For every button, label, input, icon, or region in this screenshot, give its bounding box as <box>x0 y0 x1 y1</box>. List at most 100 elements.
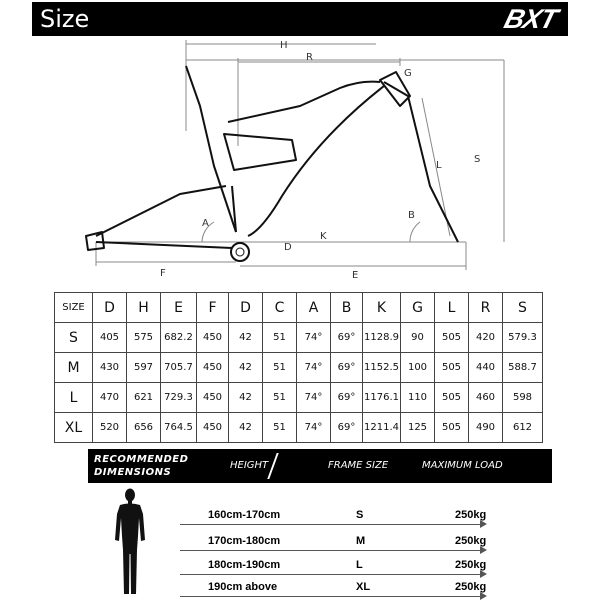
table-cell: 656 <box>126 412 161 443</box>
table-cell: 1152.5 <box>362 352 401 383</box>
frame-size-column-header: FRAME SIZE <box>328 460 389 471</box>
header-cell: A <box>296 292 331 323</box>
max-load-column-header: MAXIMUM LOAD <box>422 460 503 471</box>
table-cell: 405 <box>92 322 127 353</box>
table-cell: 42 <box>228 322 263 353</box>
label-d: D <box>284 242 292 253</box>
table-cell: 100 <box>400 352 435 383</box>
brand-logo: BXT <box>500 4 561 34</box>
label-e: E <box>352 270 358 281</box>
table-cell: 42 <box>228 412 263 443</box>
table-row: L 470 621 729.3 450 42 51 74° 69° 1176.1… <box>54 382 543 413</box>
table-cell: 51 <box>262 412 297 443</box>
table-cell: 460 <box>468 382 503 413</box>
header-cell: D <box>228 292 263 323</box>
person-silhouette-icon <box>115 488 145 594</box>
table-cell: 74° <box>296 352 331 383</box>
recommended-dimensions-bar: RECOMMENDED DIMENSIONS HEIGHT FRAME SIZE… <box>88 449 552 483</box>
table-cell: 505 <box>434 352 469 383</box>
table-cell: 1128.9 <box>362 322 401 353</box>
table-cell: 705.7 <box>160 352 197 383</box>
recommended-title: RECOMMENDED DIMENSIONS <box>94 453 188 479</box>
arrow-right-icon <box>480 520 487 528</box>
table-cell: 42 <box>228 352 263 383</box>
header-cell: G <box>400 292 435 323</box>
label-h: H <box>280 40 288 51</box>
table-cell: 1211.4 <box>362 412 401 443</box>
label-s: S <box>474 154 480 165</box>
bottom-bracket-inner <box>235 247 245 257</box>
table-cell: 490 <box>468 412 503 443</box>
arrow-right-icon <box>480 546 487 554</box>
header-cell: D <box>92 292 127 323</box>
table-cell: 74° <box>296 382 331 413</box>
table-cell: 450 <box>196 382 229 413</box>
table-header-row: SIZE D H E F D C A B K G L R S <box>54 292 543 323</box>
table-cell: 598 <box>502 382 543 413</box>
seat-tube-lower <box>231 185 237 233</box>
table-cell: 51 <box>262 322 297 353</box>
row-frame-size: M <box>356 535 366 547</box>
label-b: B <box>408 210 415 221</box>
table-cell: 505 <box>434 382 469 413</box>
recommended-title-line2: DIMENSIONS <box>94 467 172 478</box>
size-cell: XL <box>54 412 93 443</box>
label-a: A <box>202 218 209 229</box>
row-divider <box>180 524 484 525</box>
table-cell: 764.5 <box>160 412 197 443</box>
size-cell: S <box>54 322 93 353</box>
row-divider <box>180 596 484 597</box>
slash-divider <box>267 453 279 479</box>
row-frame-size: S <box>356 509 364 521</box>
header-cell: R <box>468 292 503 323</box>
table-cell: 74° <box>296 412 331 443</box>
table-cell: 470 <box>92 382 127 413</box>
recommended-row-s: 160cm-170cm S 250kg <box>180 505 500 528</box>
row-max-load: 250kg <box>455 509 487 521</box>
header-cell: F <box>196 292 229 323</box>
dimension-lines <box>95 40 505 270</box>
row-height: 160cm-170cm <box>208 509 281 521</box>
size-cell: M <box>54 352 93 383</box>
table-cell: 90 <box>400 322 435 353</box>
top-tube <box>227 80 381 123</box>
table-cell: 430 <box>92 352 127 383</box>
table-cell: 51 <box>262 352 297 383</box>
row-height: 170cm-180cm <box>208 535 281 547</box>
head-tube <box>379 71 411 107</box>
table-cell: 1176.1 <box>362 382 401 413</box>
table-cell: 69° <box>330 412 363 443</box>
arrow-right-icon <box>480 570 487 578</box>
row-height: 180cm-190cm <box>208 559 281 571</box>
label-k: K <box>320 231 327 242</box>
table-row: M 430 597 705.7 450 42 51 74° 69° 1152.5… <box>54 352 543 383</box>
bike-frame <box>85 65 459 251</box>
table-cell: 505 <box>434 322 469 353</box>
recommended-title-line1: RECOMMENDED <box>94 454 189 465</box>
header-cell: E <box>160 292 197 323</box>
size-cell: L <box>54 382 93 413</box>
header-cell: S <box>502 292 543 323</box>
seat-angle-arc <box>201 221 215 243</box>
row-divider <box>180 574 484 575</box>
row-max-load: 250kg <box>455 581 487 593</box>
recommended-row-xl: 190cm above XL 250kg <box>180 577 500 600</box>
header-cell: K <box>362 292 401 323</box>
down-tube <box>247 85 385 237</box>
recommended-row-m: 170cm-180cm M 250kg <box>180 531 500 554</box>
table-cell: 588.7 <box>502 352 543 383</box>
table-cell: 125 <box>400 412 435 443</box>
row-frame-size: L <box>356 559 363 571</box>
table-cell: 450 <box>196 412 229 443</box>
table-cell: 450 <box>196 322 229 353</box>
table-cell: 450 <box>196 352 229 383</box>
table-cell: 42 <box>228 382 263 413</box>
label-r: R <box>306 52 313 63</box>
table-cell: 682.2 <box>160 322 197 353</box>
table-cell: 612 <box>502 412 543 443</box>
table-cell: 505 <box>434 412 469 443</box>
bottom-bracket-icon <box>230 242 250 262</box>
table-cell: 520 <box>92 412 127 443</box>
rear-shock <box>223 133 297 171</box>
row-max-load: 250kg <box>455 535 487 547</box>
